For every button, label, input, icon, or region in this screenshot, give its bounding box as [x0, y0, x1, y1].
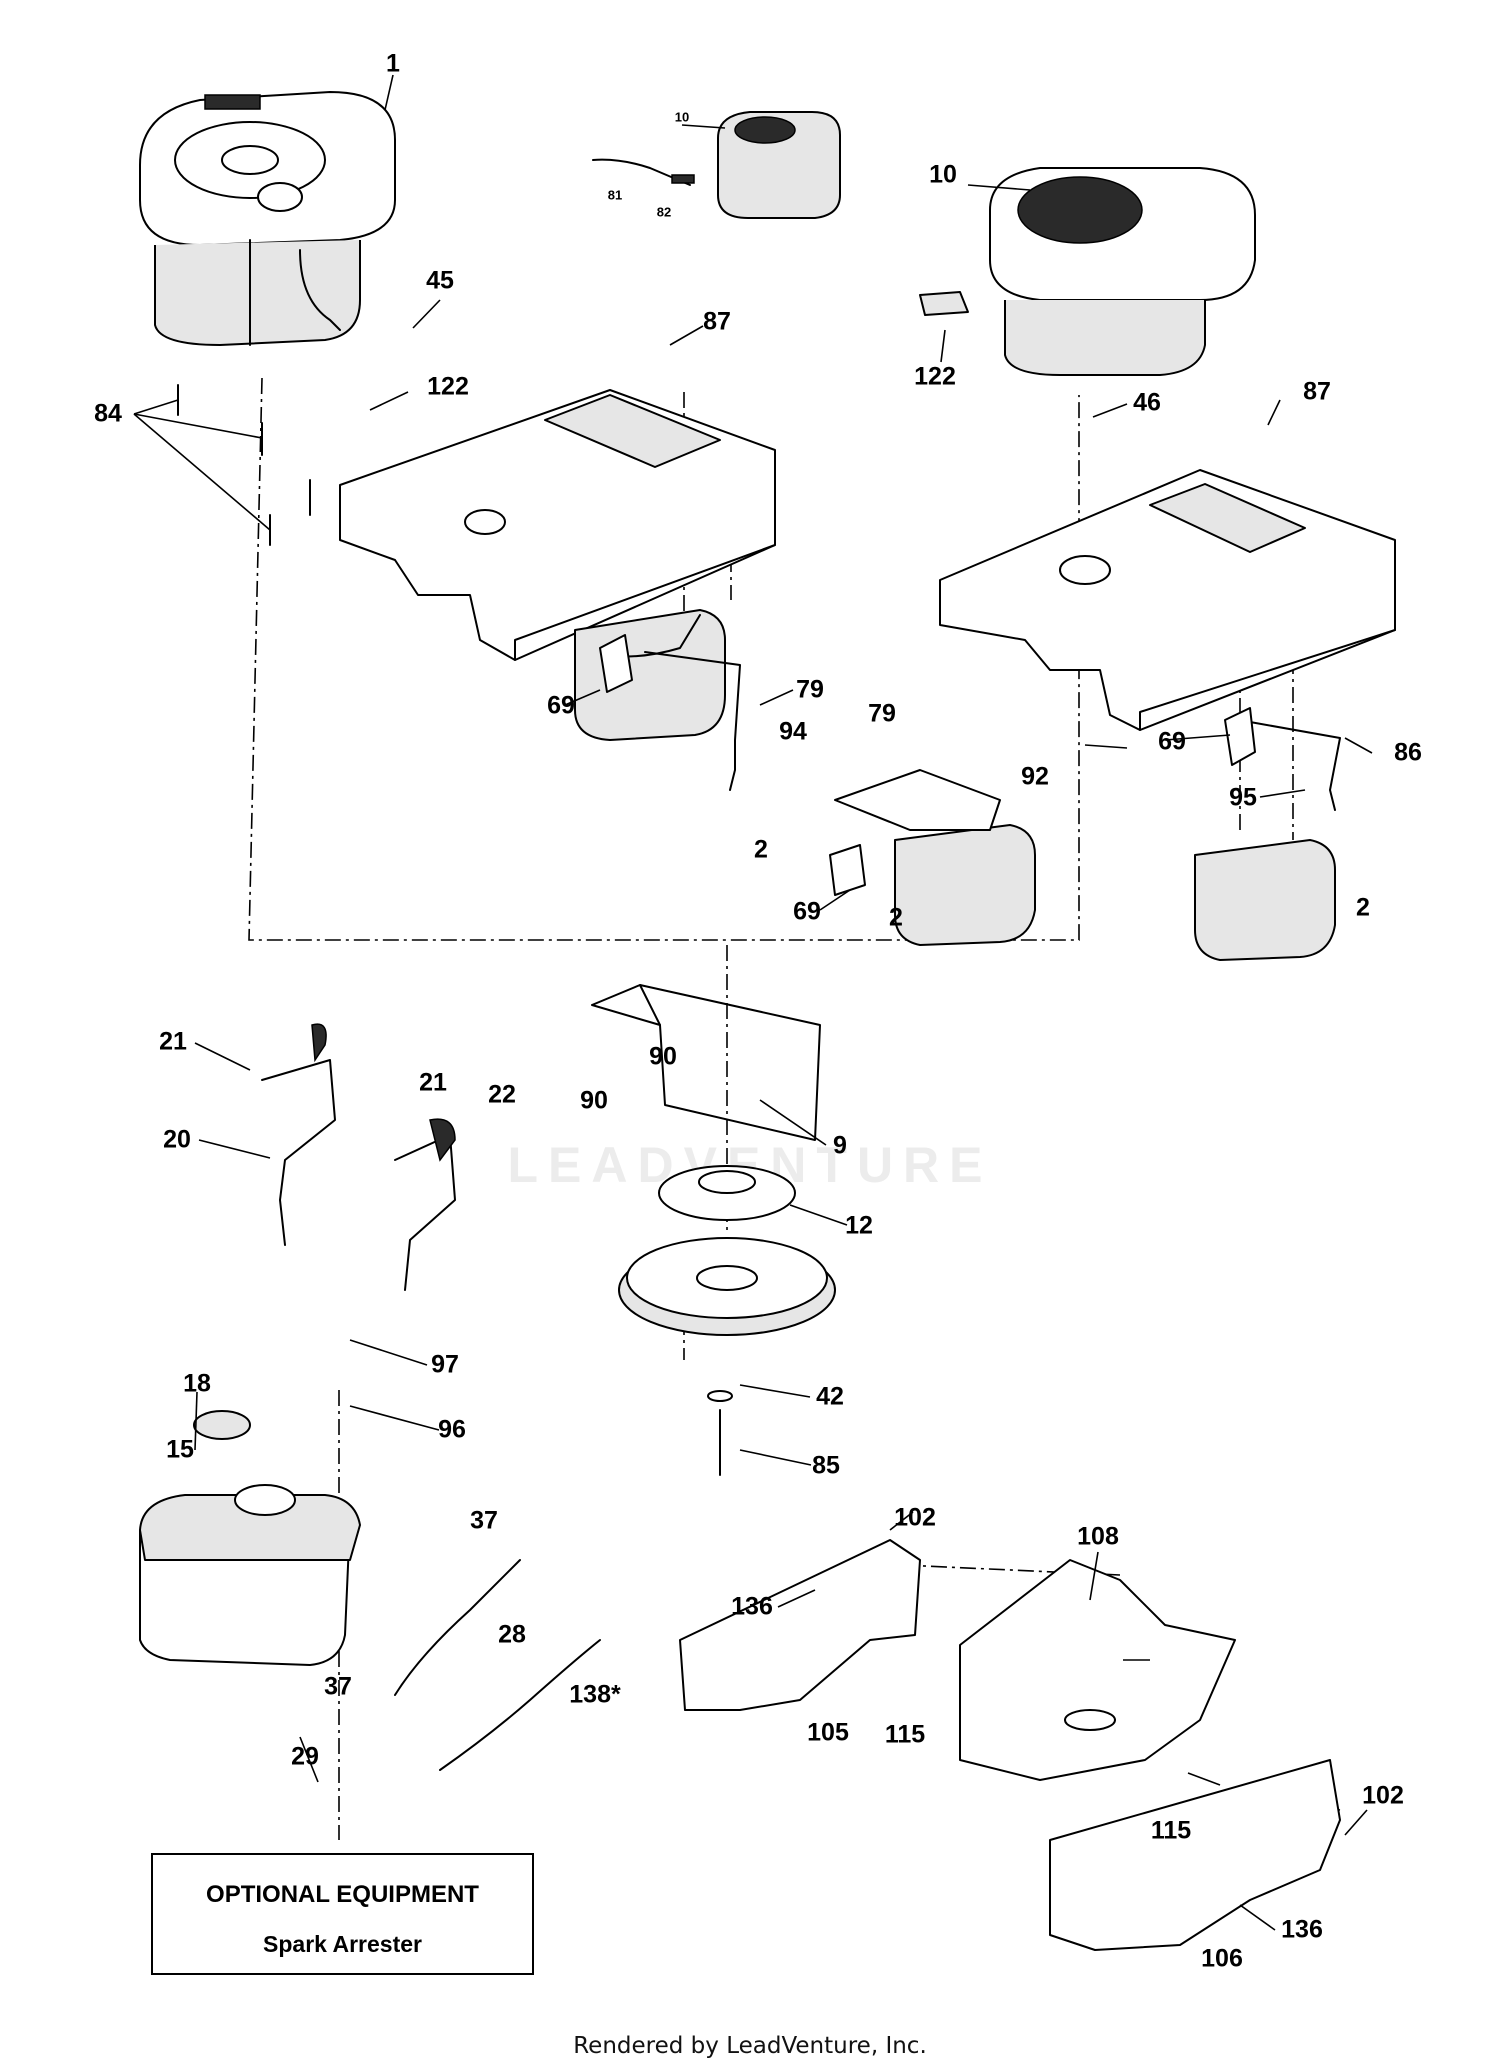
callout-10-small: 10	[674, 109, 690, 125]
callout-45: 45	[426, 266, 454, 295]
callout-90-top: 90	[649, 1042, 677, 1071]
callout-79-center: 79	[868, 699, 896, 728]
callout-20: 20	[163, 1125, 191, 1154]
callout-136-bottom: 136	[1281, 1915, 1323, 1944]
callout-46: 46	[1133, 388, 1161, 417]
callout-15: 15	[166, 1435, 194, 1464]
callout-2-center: 2	[889, 903, 903, 932]
fuel-lines	[394, 1559, 601, 1771]
callout-10-large: 10	[929, 160, 957, 189]
callout-115-right: 115	[1150, 1816, 1192, 1845]
callout-29: 29	[291, 1742, 319, 1771]
engine-10-large	[919, 167, 1256, 376]
callout-79-left: 79	[796, 675, 824, 704]
pulley-12	[618, 1165, 836, 1336]
footer-credit: Rendered by LeadVenture, Inc.	[573, 2033, 927, 2059]
callout-9: 9	[833, 1131, 847, 1160]
callout-22: 22	[488, 1080, 516, 1109]
engine-10-small	[592, 111, 841, 219]
callout-122-left: 122	[427, 372, 469, 401]
leader-lines	[133, 74, 1373, 1931]
callout-97: 97	[431, 1350, 459, 1379]
callout-94: 94	[779, 717, 807, 746]
callout-18: 18	[183, 1369, 211, 1398]
callout-28: 28	[498, 1620, 526, 1649]
callout-1: 1	[386, 49, 400, 78]
callout-92: 92	[1021, 762, 1049, 791]
callout-138: 138*	[569, 1680, 621, 1709]
exhaust-pipes	[644, 651, 1341, 811]
callout-84: 84	[94, 399, 122, 428]
callout-90-bottom: 90	[580, 1086, 608, 1115]
callout-95: 95	[1229, 783, 1257, 812]
callout-37-bottom: 37	[324, 1672, 352, 1701]
callout-2-right: 2	[1356, 893, 1370, 922]
callout-102-bottom: 102	[1362, 1781, 1404, 1810]
callout-12: 12	[845, 1211, 873, 1240]
callout-96: 96	[438, 1415, 466, 1444]
callout-108: 108	[1077, 1522, 1119, 1551]
bracket-9	[591, 984, 821, 1141]
optional-equipment-item: Spark Arrester	[263, 1931, 422, 1957]
callout-21-right: 21	[419, 1068, 447, 1097]
callout-42: 42	[816, 1382, 844, 1411]
optional-equipment-box: OPTIONAL EQUIPMENT Spark Arrester	[151, 1853, 534, 1975]
callout-105: 105	[807, 1718, 849, 1747]
pulley-hardware	[707, 1390, 733, 1476]
optional-equipment-title: OPTIONAL EQUIPMENT	[206, 1881, 479, 1908]
callout-85: 85	[812, 1451, 840, 1480]
callout-37-top: 37	[470, 1506, 498, 1535]
callout-102-top: 102	[894, 1503, 936, 1532]
callout-136-top: 136	[731, 1592, 773, 1621]
fuel-tank-15	[139, 1410, 361, 1666]
callout-69-left: 69	[547, 691, 575, 720]
mufflers	[574, 609, 1336, 961]
callout-21-left: 21	[159, 1027, 187, 1056]
throttle-controls	[261, 1023, 456, 1291]
callout-87-left: 87	[703, 307, 731, 336]
engine-shield-108	[959, 1559, 1236, 1781]
callout-82: 82	[656, 204, 672, 220]
callout-81: 81	[607, 187, 623, 203]
engine-1	[139, 91, 396, 346]
brackets-105-106	[679, 1539, 1341, 1951]
bolts-84	[177, 384, 311, 546]
mounting-plate-right	[939, 469, 1396, 731]
callout-69-right: 69	[1158, 727, 1186, 756]
callout-106: 106	[1201, 1944, 1243, 1973]
callout-2-left: 2	[754, 835, 768, 864]
callout-115-left: 115	[884, 1720, 926, 1749]
callout-122-right: 122	[914, 362, 956, 391]
callout-86: 86	[1394, 738, 1422, 767]
gaskets	[599, 634, 1256, 896]
callout-87-right: 87	[1303, 377, 1331, 406]
mounting-plate-left	[339, 389, 776, 661]
callout-69-center: 69	[793, 897, 821, 926]
